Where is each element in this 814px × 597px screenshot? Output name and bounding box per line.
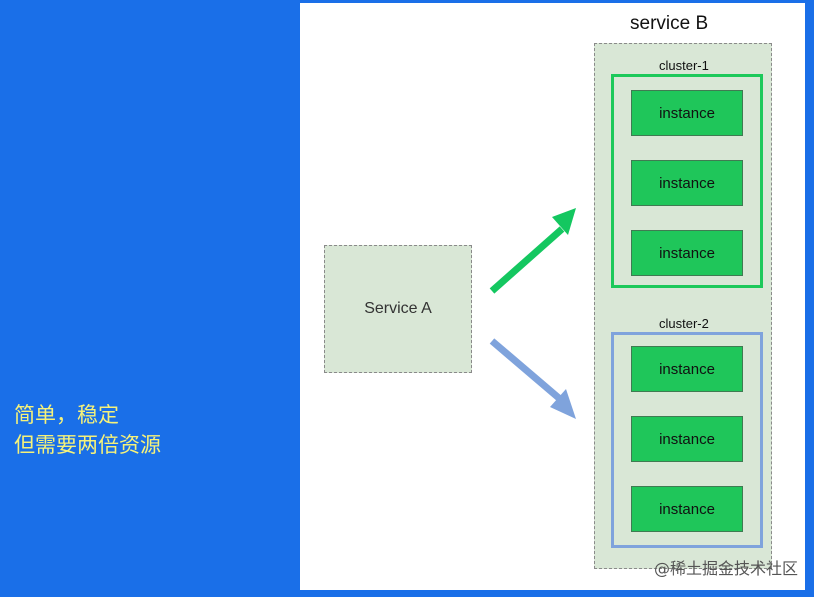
arrow-to-cluster-2-shaft (489, 338, 563, 402)
instance-label: instance (659, 500, 715, 518)
instance-label: instance (659, 430, 715, 448)
arrow-to-cluster-2-head (550, 389, 576, 419)
instance-label: instance (659, 244, 715, 262)
cluster-2-instance-2: instance (631, 416, 743, 462)
side-note: 简单，稳定 但需要两倍资源 (14, 400, 161, 460)
cluster-1-box: instance instance instance (611, 74, 763, 288)
cluster-1-instance-2: instance (631, 160, 743, 206)
arrows-layer (489, 208, 576, 419)
service-a-label: Service A (364, 300, 432, 317)
instance-label: instance (659, 104, 715, 122)
cluster-1-label: cluster-1 (659, 58, 709, 73)
cluster-2-instance-1: instance (631, 346, 743, 392)
watermark-text: @稀土掘金技术社区 (653, 559, 798, 578)
arrow-to-cluster-1-shaft (489, 226, 565, 294)
cluster-2-label: cluster-2 (659, 316, 709, 331)
instance-label: instance (659, 360, 715, 378)
instance-label: instance (659, 174, 715, 192)
cluster-2-box: instance instance instance (611, 332, 763, 548)
service-b-title: service B (630, 13, 709, 34)
side-note-line-1: 简单，稳定 (14, 403, 119, 427)
cluster-1-instance-3: instance (631, 230, 743, 276)
cluster-1-instance-1: instance (631, 90, 743, 136)
diagram-canvas: Service A service B cluster-1 instance i… (300, 3, 805, 590)
arrow-to-cluster-1-head (552, 208, 576, 235)
cluster-2-instance-3: instance (631, 486, 743, 532)
service-a-box: Service A (324, 245, 472, 373)
service-b-box: cluster-1 instance instance instance clu… (594, 43, 772, 569)
side-note-line-2: 但需要两倍资源 (14, 433, 161, 457)
